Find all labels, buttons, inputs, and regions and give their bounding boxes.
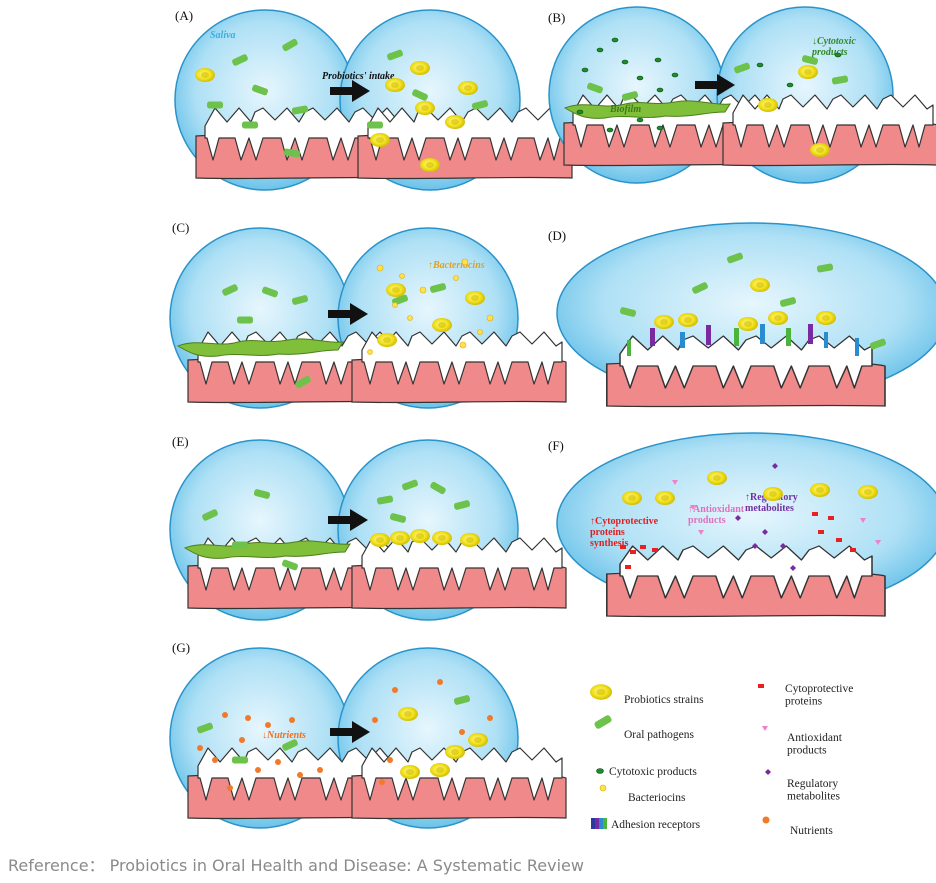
legend-bacteriocins: Bacteriocins: [599, 784, 686, 804]
panel-d-adhesion-receptors: [627, 324, 859, 356]
nutrients-label: ↓Nutrients: [262, 730, 306, 741]
legend-cytotoxic: Cytotoxic products: [596, 766, 697, 778]
panel-g: (G) ↓Nutrients: [169, 640, 567, 829]
panel-c-label: (C): [172, 220, 189, 235]
reference-caption: Reference： Probiotics in Oral Health and…: [8, 856, 584, 875]
panel-c-bacteriocins: [367, 258, 494, 355]
panel-f-cytoprotective-proteins: [620, 512, 856, 569]
legend-bacteriocins-icon: [599, 784, 607, 792]
panel-f-regulatory-metabolites: [735, 463, 796, 571]
biofilm-label: Biofilm: [609, 104, 641, 115]
legend-antioxidant-icon: [762, 726, 768, 731]
legend-probiotics-label: Probiotics strains: [624, 694, 704, 706]
legend-adhesion-icon: [591, 818, 607, 829]
legend-adhesion-label: Adhesion receptors: [611, 819, 701, 831]
legend-nutrients: Nutrients: [762, 816, 833, 837]
legend-cytotoxic-icon: [596, 768, 604, 774]
probiotics-intake-label: Probiotics' intake: [322, 71, 395, 82]
panel-d: (D): [548, 222, 936, 408]
panel-d-label: (D): [548, 228, 566, 243]
panel-g-nutrients: [197, 679, 493, 791]
legend-bacteriocins-label: Bacteriocins: [628, 792, 686, 804]
panel-a-label: (A): [175, 8, 193, 23]
panel-e: (E): [169, 434, 567, 621]
panel-a: (A) Saliva Probiotics' intake: [174, 8, 573, 191]
legend-probiotics-icon: [590, 684, 612, 700]
legend-probiotics: Probiotics strains: [590, 684, 704, 706]
legend-nutrients-icon: [762, 816, 770, 824]
probiotics-mechanisms-figure: (A) Saliva Probiotics' intake: [169, 6, 936, 837]
panel-b-label: (B): [548, 10, 565, 25]
panel-c: (C) ↑Bacteriocins: [169, 220, 567, 409]
saliva-label: Saliva: [210, 30, 236, 41]
legend-cytotoxic-label: Cytotoxic products: [609, 766, 697, 778]
panel-f-label: (F): [548, 438, 564, 453]
legend-pathogens-icon: [593, 714, 613, 730]
legend-cytoprotective-icon: [758, 684, 764, 688]
panel-f-antioxidant-products: [672, 480, 881, 545]
legend-pathogens: Oral pathogens: [593, 714, 694, 741]
panel-g-label: (G): [172, 640, 190, 655]
legend-nutrients-label: Nutrients: [790, 825, 833, 837]
bacteriocins-increased-label: ↑Bacteriocins: [428, 260, 485, 271]
panel-e-label: (E): [172, 434, 189, 449]
legend-regulatory-icon: [765, 769, 771, 775]
panel-b-cytotoxic-products: [576, 37, 842, 133]
legend: Probiotics strains Oral pathogens Cytoto…: [590, 683, 853, 837]
legend-adhesion: Adhesion receptors: [591, 818, 701, 831]
legend-pathogens-label: Oral pathogens: [624, 729, 694, 741]
